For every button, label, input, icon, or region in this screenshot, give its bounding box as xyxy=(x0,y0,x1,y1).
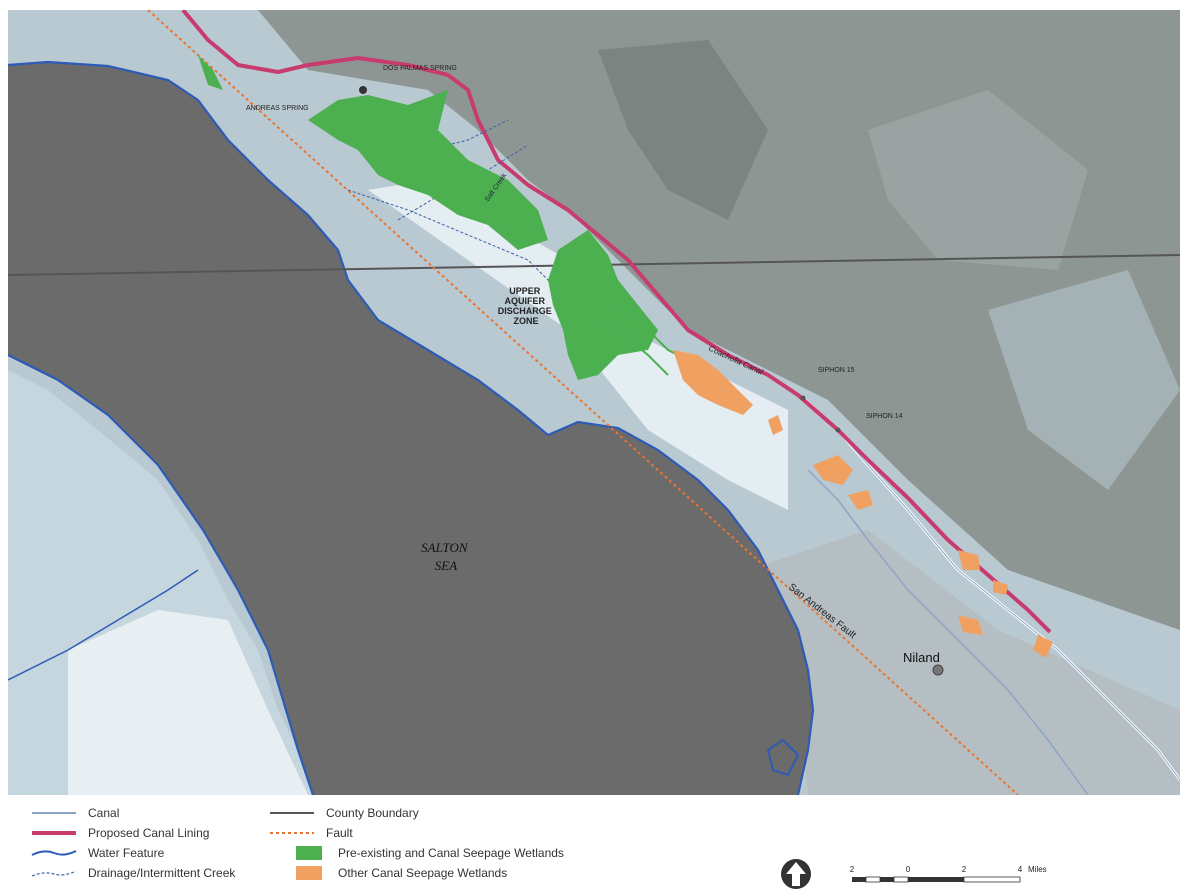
wetland-other-2 xyxy=(813,455,853,485)
scale-segment xyxy=(852,877,866,882)
mountain-ridge xyxy=(868,90,1088,270)
other-wetlands-swatch xyxy=(296,866,322,880)
legend-item-county-boundary: County Boundary xyxy=(268,805,419,821)
scale-segment xyxy=(908,877,964,882)
water-feature-pond xyxy=(766,738,800,777)
salt-flat xyxy=(368,180,788,510)
county-boundary-symbol xyxy=(268,805,316,821)
scale-tick-label: 2 xyxy=(850,865,855,874)
legend-label: Proposed Canal Lining xyxy=(88,826,210,840)
wetland-preexisting-lower xyxy=(548,230,658,380)
legend-item-water-feature: Water Feature xyxy=(30,845,164,861)
scale-segment xyxy=(865,876,881,883)
wetland-other-1 xyxy=(673,350,753,415)
wetland-preexisting-upper xyxy=(308,90,548,250)
drainage-symbol xyxy=(30,865,78,881)
legend-label: Drainage/Intermittent Creek xyxy=(88,866,236,880)
north-arrow-icon xyxy=(781,859,811,889)
proposed-lining-symbol xyxy=(30,825,78,841)
wetland-other-7 xyxy=(768,415,783,435)
legend-label: County Boundary xyxy=(326,806,419,820)
label-salton-sea: SALTON SEA xyxy=(421,540,471,573)
label-siphon-15: SIPHON 15 xyxy=(818,367,855,374)
wetland-other-5 xyxy=(958,615,983,635)
siphon-marker xyxy=(835,427,841,433)
shoreline-northeast xyxy=(8,60,815,795)
scale-segment xyxy=(963,876,1021,883)
scale-segment xyxy=(880,877,894,882)
wetland-other-6 xyxy=(993,580,1008,595)
town-marker xyxy=(932,664,944,676)
wetland-patch xyxy=(198,55,223,90)
label-spring-andreas: ANDREAS SPRING xyxy=(246,105,309,112)
proposed-canal-lining-route xyxy=(181,10,1052,634)
agricultural-area xyxy=(748,530,1180,795)
mountain-ridge xyxy=(598,40,768,220)
legend-item-canal: Canal xyxy=(30,805,119,821)
wetland-strip xyxy=(597,319,669,376)
map-canvas: DOS PALMAS SPRING ANDREAS SPRING Salt Cr… xyxy=(8,10,1180,795)
wetland-other-8 xyxy=(1033,635,1053,658)
siphon-marker xyxy=(800,395,806,401)
spring-marker xyxy=(359,86,367,94)
wetland-other-4 xyxy=(958,550,980,570)
legend-label: Pre-existing and Canal Seepage Wetlands xyxy=(338,846,564,860)
wetland-other-3 xyxy=(848,490,873,510)
scale-bar: 2 0 2 4 Miles xyxy=(850,865,1047,883)
scale-tick-label: 4 xyxy=(1018,865,1023,874)
water-feature-symbol xyxy=(30,845,78,861)
mountain-slope xyxy=(988,270,1180,490)
preexisting-wetlands-swatch xyxy=(296,846,322,860)
scale-unit-label: Miles xyxy=(1028,865,1047,874)
shoreline-southwest xyxy=(8,354,315,795)
legend-label: Water Feature xyxy=(88,846,165,860)
legend-item-proposed-lining: Proposed Canal Lining xyxy=(30,825,209,841)
legend-label: Fault xyxy=(326,826,353,840)
fault-symbol xyxy=(268,825,316,841)
label-siphon-14: SIPHON 14 xyxy=(866,413,903,420)
canal-symbol xyxy=(30,805,78,821)
scale-segment xyxy=(893,876,909,883)
canal-branch xyxy=(807,469,1089,795)
southwest-flat xyxy=(68,610,308,795)
salton-sea xyxy=(8,62,813,795)
legend-item-other-wetlands: Other Canal Seepage Wetlands xyxy=(290,865,507,881)
scale-tick-label: 2 xyxy=(962,865,967,874)
label-spring-dos-palmas: DOS PALMAS SPRING xyxy=(383,65,457,72)
label-upper-aquifer-zone: UPPER AQUIFER DISCHARGE ZONE xyxy=(498,286,555,326)
scale-tick-label: 0 xyxy=(906,865,911,874)
legend-item-preexisting-wetlands: Pre-existing and Canal Seepage Wetlands xyxy=(290,845,564,861)
legend-label: Other Canal Seepage Wetlands xyxy=(338,866,508,880)
water-feature-channel xyxy=(8,569,199,681)
label-town: Niland xyxy=(903,650,940,665)
legend-item-fault: Fault xyxy=(268,825,353,841)
legend-label: Canal xyxy=(88,806,120,820)
legend-item-drainage: Drainage/Intermittent Creek xyxy=(30,865,235,881)
